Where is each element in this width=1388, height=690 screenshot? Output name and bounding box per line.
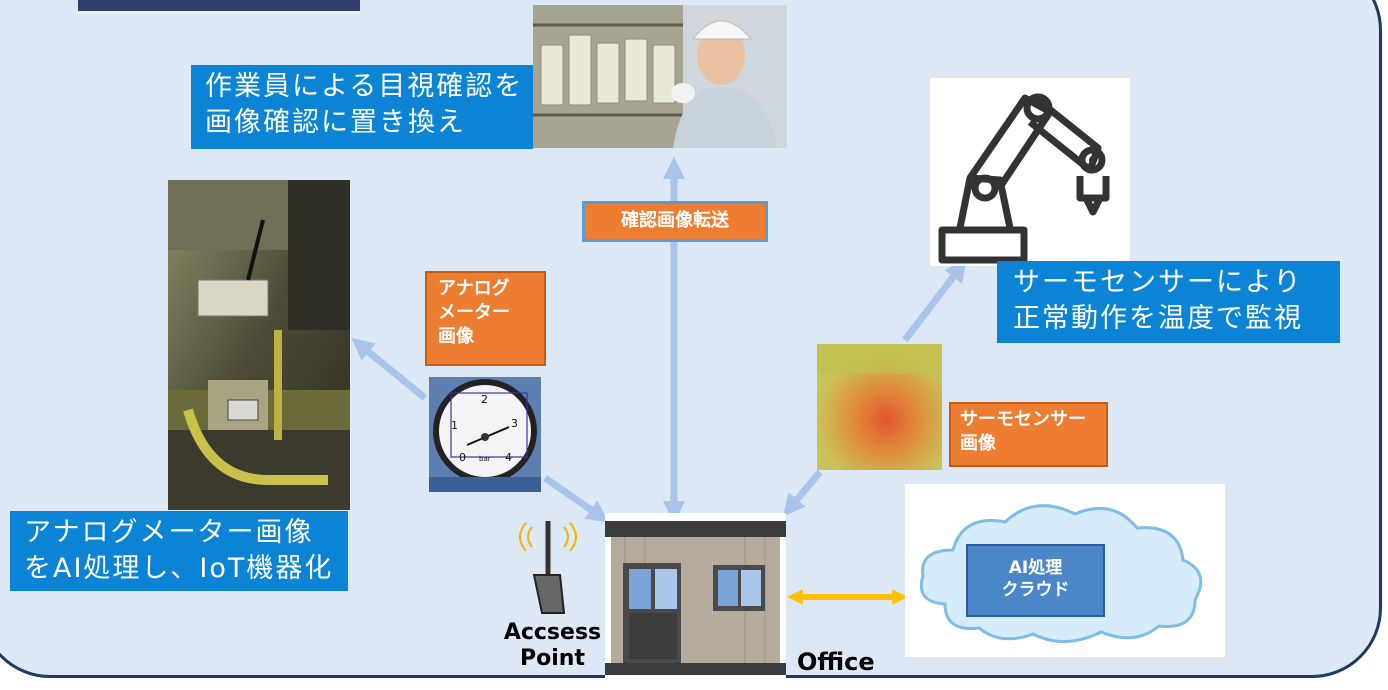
analog-label-line1: アナログ — [438, 278, 510, 299]
arrow-gauge-to-meter — [351, 337, 428, 401]
access-point-line2: Point — [520, 646, 585, 671]
gauge-tick-1: 1 — [451, 419, 458, 432]
gauge-tick-2: 2 — [481, 393, 488, 406]
thermo-sensor-image-label: サーモセンサー 画像 — [949, 402, 1108, 467]
access-point-line1: Accsess — [503, 620, 602, 645]
meter-caption-box: アナログメーター画像 をAI処理し、IoT機器化 — [10, 511, 348, 591]
analog-meter-image-label: アナログ メーター 画像 — [425, 271, 546, 366]
analog-label-line3: 画像 — [438, 326, 474, 347]
access-point-device — [512, 515, 588, 615]
analog-meter-site-photo — [168, 180, 350, 510]
gauge-tick-4: 4 — [505, 451, 512, 464]
cloud-label-line1: AI処理 — [1008, 558, 1063, 578]
thermo-caption-line2: 正常動作を温度で監視 — [1013, 303, 1303, 334]
worker-inspection-photo — [533, 5, 787, 148]
thermo-caption-box: サーモセンサーにより 正常動作を温度で監視 — [997, 261, 1340, 343]
title-tab — [78, 0, 360, 14]
office-building — [605, 513, 786, 686]
meter-caption-line2: をAI処理し、IoT機器化 — [24, 553, 334, 584]
worker-caption-line1: 作業員による目視確認を — [205, 71, 524, 102]
thermo-caption-line1: サーモセンサーにより — [1013, 267, 1303, 298]
access-point-label: Accsess Point — [500, 620, 605, 672]
worker-caption-line2: 画像確認に置き換え — [205, 107, 466, 138]
analog-label-line2: メーター — [438, 302, 510, 323]
gauge-tick-3: 3 — [511, 417, 518, 430]
cloud-label-line2: クラウド — [1001, 580, 1070, 600]
image-transfer-label: 確認画像転送 — [582, 201, 768, 242]
pressure-gauge-image: 1 2 3 4 0 bar — [429, 377, 541, 492]
thermo-label-line1: サーモセンサー — [960, 409, 1086, 430]
worker-caption-box: 作業員による目視確認を 画像確認に置き換え — [191, 65, 533, 149]
thermo-label-line2: 画像 — [960, 433, 996, 454]
meter-caption-line1: アナログメーター画像 — [24, 517, 314, 548]
arrow-gauge-to-office — [543, 475, 610, 523]
gauge-unit: bar — [479, 455, 491, 463]
ai-cloud-label: AI処理 クラウド — [966, 544, 1105, 617]
arrow-office-to-robot — [782, 469, 823, 517]
gauge-tick-0: 0 — [459, 451, 466, 464]
arrow-thermo-to-robot — [902, 259, 967, 343]
office-label: Office — [797, 648, 875, 676]
robot-arm-image — [930, 78, 1130, 266]
thermal-sensor-image — [817, 344, 942, 470]
